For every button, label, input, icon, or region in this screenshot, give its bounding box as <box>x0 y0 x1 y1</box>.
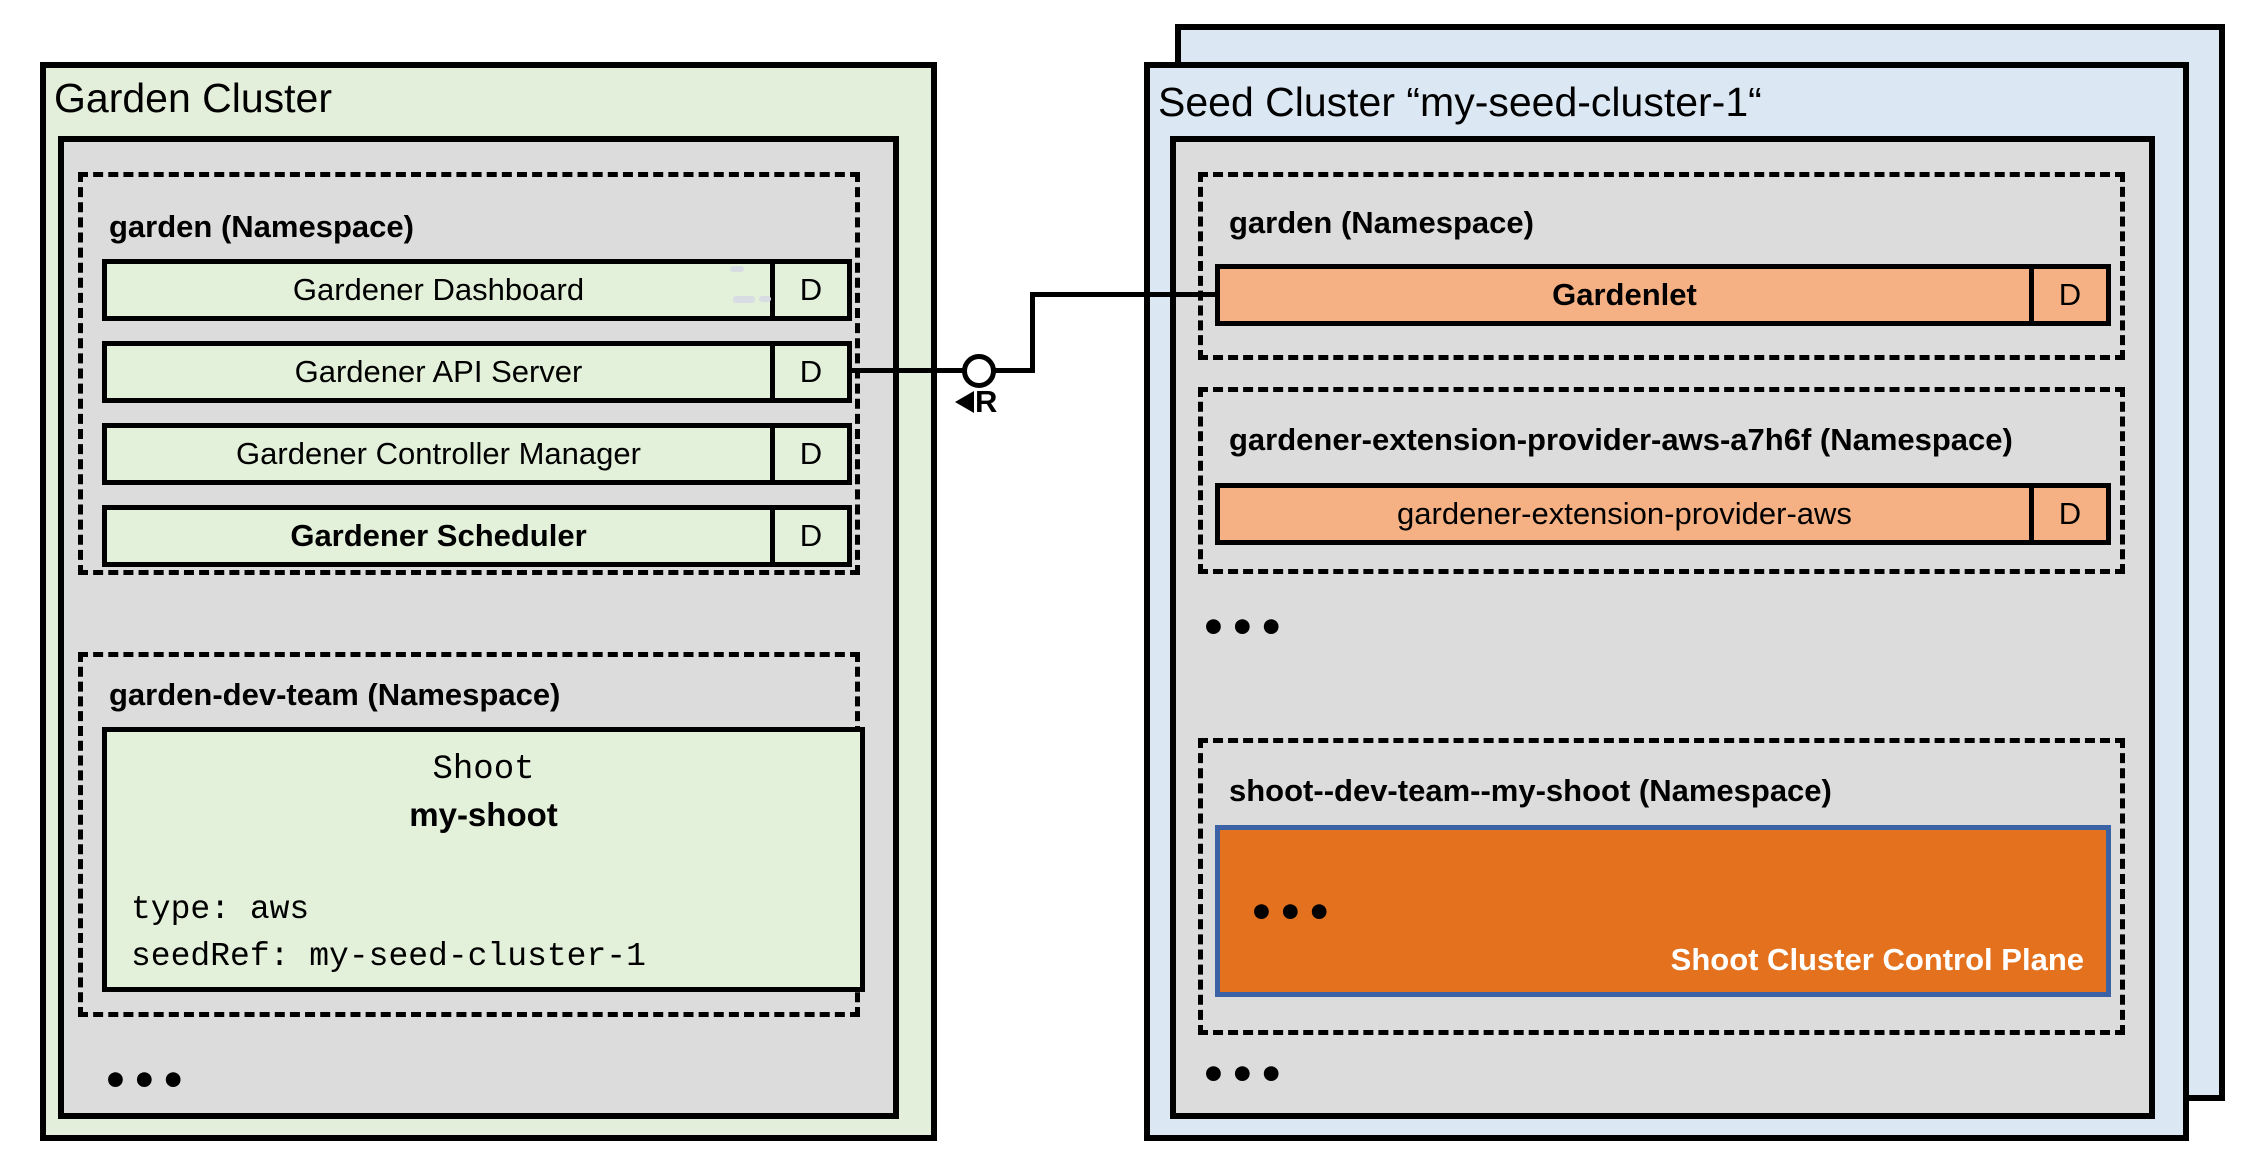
garden-namespace: garden (Namespace) <box>78 172 860 575</box>
connector-line-vertical <box>1030 292 1035 373</box>
connector-line-horizontal-left <box>852 368 1035 373</box>
workload-row-gardener-dashboard: Gardener Dashboard D <box>102 259 852 321</box>
shoot-spec-line-2: seedRef: my-seed-cluster-1 <box>131 938 646 975</box>
workload-name: Gardener API Server <box>294 354 583 389</box>
workload-row-gardenlet: Gardenlet D <box>1215 264 2111 326</box>
control-plane-ellipsis: ••• <box>1248 888 1335 937</box>
workload-name: Gardener Controller Manager <box>236 436 641 471</box>
shoot-resource-box: Shoot my-shoot type: aws seedRef: my-see… <box>102 727 865 992</box>
garden-cluster-title: Garden Cluster <box>54 75 333 121</box>
shoot-control-plane-box: ••• Shoot Cluster Control Plane <box>1215 825 2111 997</box>
deployment-badge: D <box>2029 269 2106 321</box>
seed-namespace-garden-label: garden (Namespace) <box>1229 205 1534 240</box>
watch-label: R <box>975 384 998 419</box>
deployment-badge: D <box>770 428 847 480</box>
workload-name: Gardenlet <box>1552 277 1697 312</box>
seed-namespace-shoot: shoot--dev-team--my-shoot (Namespace) <box>1198 738 2125 1035</box>
connector-line-horizontal-right <box>1030 292 1215 297</box>
deployment-badge: D <box>770 346 847 398</box>
workload-row-gardener-controller-manager: Gardener Controller Manager D <box>102 423 852 485</box>
seed-namespace-shoot-label: shoot--dev-team--my-shoot (Namespace) <box>1229 773 1832 808</box>
garden-bottom-ellipsis: ••• <box>102 1056 189 1105</box>
artifact-dash <box>733 296 755 303</box>
shoot-name: my-shoot <box>409 796 558 833</box>
garden-dev-team-namespace-label: garden-dev-team (Namespace) <box>109 677 561 712</box>
seed-bottom-ellipsis: ••• <box>1200 1050 1287 1099</box>
garden-namespace-label: garden (Namespace) <box>109 209 414 244</box>
workload-name: gardener-extension-provider-aws <box>1397 496 1852 531</box>
seed-namespace-extension: gardener-extension-provider-aws-a7h6f (N… <box>1198 387 2125 574</box>
workload-row-extension-provider-aws: gardener-extension-provider-aws D <box>1215 483 2111 545</box>
workload-name: Gardener Scheduler <box>290 518 587 553</box>
deployment-badge: D <box>770 510 847 562</box>
artifact-dash <box>730 266 744 272</box>
watch-direction-indicator: R <box>955 386 997 417</box>
workload-row-gardener-api-server: Gardener API Server D <box>102 341 852 403</box>
artifact-dash <box>759 296 771 302</box>
interface-circle-icon <box>962 354 996 388</box>
control-plane-label: Shoot Cluster Control Plane <box>1670 942 2084 977</box>
shoot-spec-line-1: type: aws <box>131 891 310 928</box>
seed-more-namespaces-ellipsis: ••• <box>1200 603 1287 652</box>
seed-cluster-title: Seed Cluster “my-seed-cluster-1“ <box>1158 79 1762 125</box>
workload-row-gardener-scheduler: Gardener Scheduler D <box>102 505 852 567</box>
shoot-kind: Shoot <box>432 751 535 789</box>
workload-name: Gardener Dashboard <box>292 272 585 307</box>
seed-namespace-extension-label: gardener-extension-provider-aws-a7h6f (N… <box>1229 422 2013 457</box>
seed-namespace-garden: garden (Namespace) <box>1198 172 2125 360</box>
deployment-badge: D <box>2029 488 2106 540</box>
deployment-badge: D <box>770 264 847 316</box>
left-arrow-icon <box>955 390 974 413</box>
